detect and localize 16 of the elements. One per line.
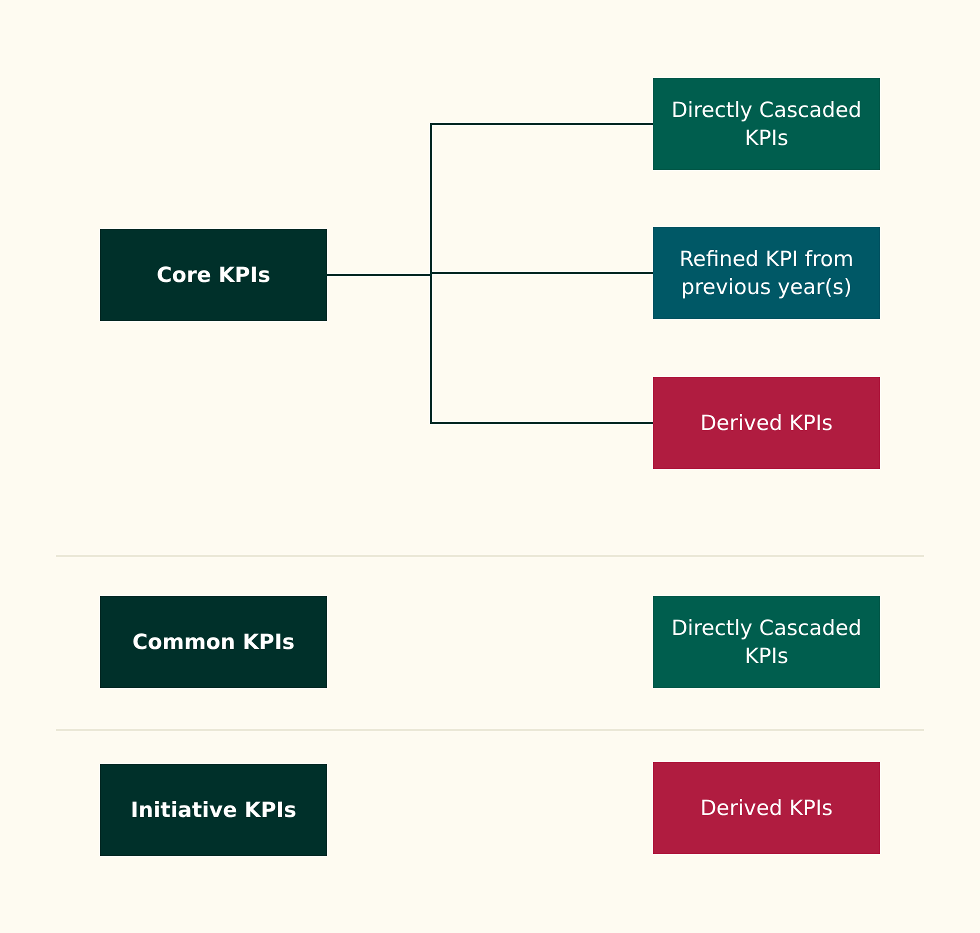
kpi-type-box (653, 78, 880, 170)
kpi-type-label: Directly Cascaded KPIs (670, 615, 863, 670)
category-label: Initiative KPIs (130, 797, 296, 824)
kpi-type-label: Refined KPI from previous year(s) (678, 246, 855, 301)
kpi-type-box (653, 762, 880, 854)
kpi-type-box (653, 227, 880, 319)
category-label: Core KPIs (156, 262, 270, 289)
kpi-type-label: Directly Cascaded KPIs (670, 97, 863, 152)
category-label: Common KPIs (132, 629, 295, 656)
kpi-type-label: Derived KPIs (700, 795, 833, 822)
kpi-type-box (653, 596, 880, 688)
kpi-type-box (653, 377, 880, 469)
category-box (100, 229, 327, 321)
category-box (100, 764, 327, 856)
kpi-type-label: Derived KPIs (700, 410, 833, 437)
category-box (100, 596, 327, 688)
